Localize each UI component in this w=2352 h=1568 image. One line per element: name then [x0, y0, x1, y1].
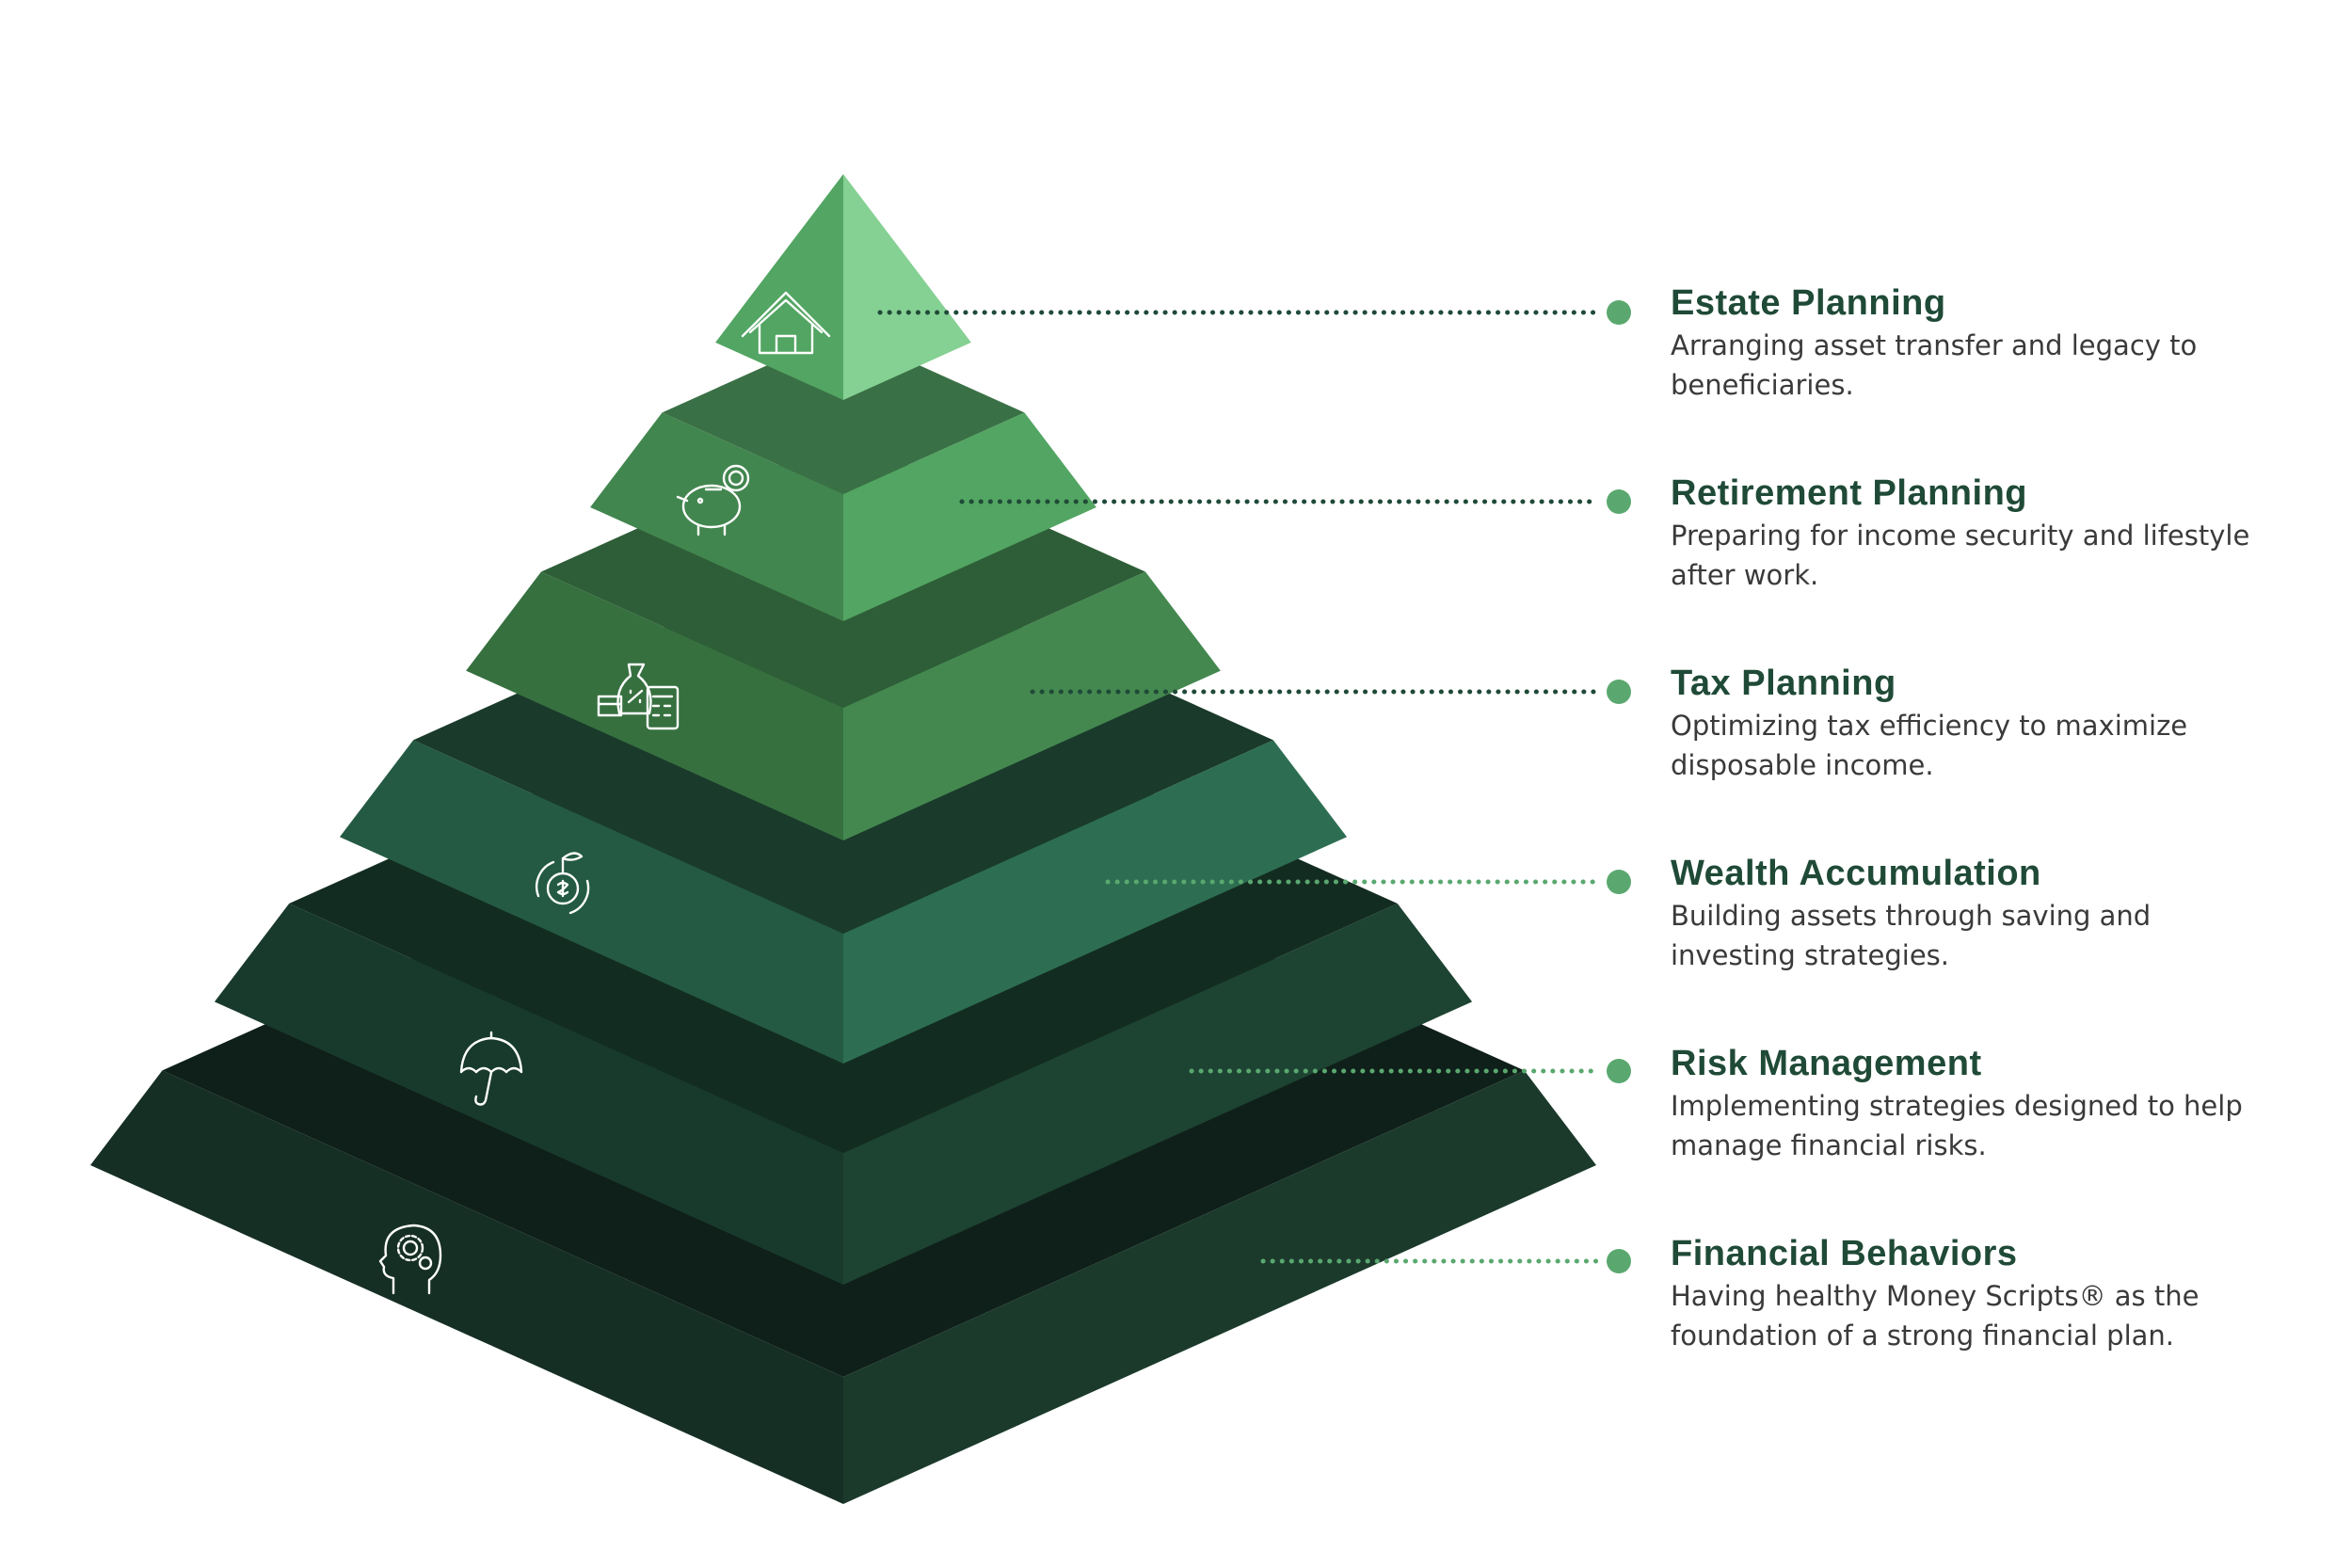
- tier-label-risk-management: Risk Management Implementing strategies …: [1671, 1043, 2273, 1165]
- leader-dot: [1607, 680, 1631, 704]
- tier-right-face: [843, 904, 1473, 1285]
- mindset-head-icon: [378, 1224, 442, 1295]
- tier-title: Wealth Accumulation: [1671, 854, 2041, 893]
- tier-title: Estate Planning: [1671, 283, 1946, 323]
- tier-left-face: [590, 412, 843, 621]
- tier-label-estate-planning: Estate Planning Arranging asset transfer…: [1671, 282, 2273, 405]
- tier-description: Preparing for income security and lifest…: [1671, 520, 2250, 591]
- tier-description: Optimizing tax efficiency to maximize di…: [1671, 710, 2188, 781]
- piggy-bank-icon: [676, 464, 750, 536]
- tier-right-face: [843, 174, 971, 400]
- leader-dot: [1607, 489, 1631, 514]
- tier-right-face: [843, 1070, 1596, 1504]
- tier-label-tax-planning: Tax Planning Optimizing tax efficiency t…: [1671, 663, 2273, 785]
- leader-dot: [1607, 1059, 1631, 1083]
- tier-label-wealth-accumulation: Wealth Accumulation Building assets thro…: [1671, 853, 2273, 975]
- leader-dot: [1607, 300, 1631, 325]
- tier-left-face: [214, 904, 843, 1285]
- tier-left-face: [90, 1070, 843, 1504]
- tier-left-face: [339, 740, 843, 1064]
- tier-title: Financial Behaviors: [1671, 1234, 2018, 1273]
- money-growth-icon: [536, 852, 590, 915]
- tier-right-face: [843, 571, 1221, 840]
- tier-description: Arranging asset transfer and legacy to b…: [1671, 329, 2198, 401]
- leader-dot: [1607, 870, 1631, 894]
- leader-dot: [1607, 1249, 1631, 1273]
- pyramid-tier: [590, 330, 1096, 621]
- tier-right-face: [843, 412, 1096, 621]
- tier-description: Building assets through saving and inves…: [1671, 900, 2152, 971]
- tier-label-retirement-planning: Retirement Planning Preparing for income…: [1671, 472, 2273, 595]
- tax-calculator-icon: [597, 663, 680, 730]
- pyramid-tier: [715, 174, 971, 400]
- tier-description: Implementing strategies designed to help…: [1671, 1090, 2243, 1161]
- house-icon: [741, 291, 831, 355]
- umbrella-icon: [459, 1031, 523, 1106]
- tier-label-financial-behaviors: Financial Behaviors Having healthy Money…: [1671, 1233, 2273, 1355]
- tier-left-face: [715, 174, 843, 400]
- tier-title: Tax Planning: [1671, 664, 1896, 703]
- tier-description: Having healthy Money Scripts® as the fou…: [1671, 1280, 2200, 1352]
- tier-title: Risk Management: [1671, 1044, 1982, 1083]
- tier-right-face: [843, 740, 1348, 1064]
- tier-title: Retirement Planning: [1671, 473, 2027, 513]
